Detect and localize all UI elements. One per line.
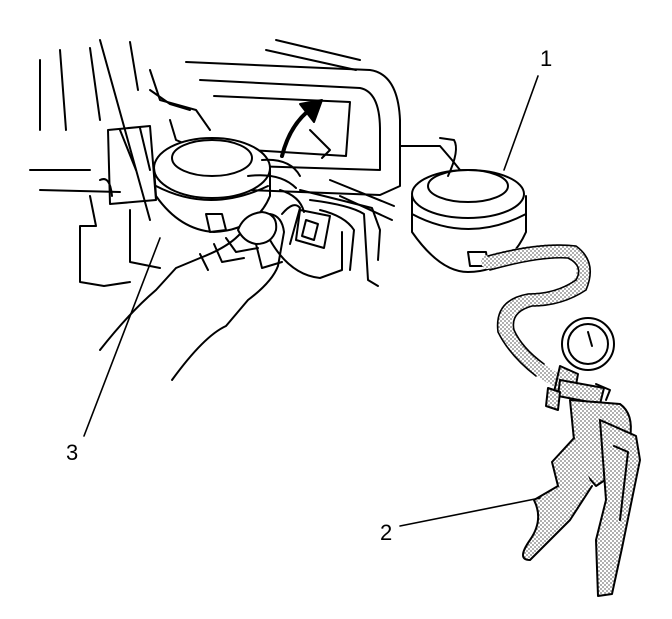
callout-2: 2 <box>380 520 392 545</box>
vacuum-hose <box>481 244 592 387</box>
leader-line-3 <box>83 237 161 437</box>
leader-lines <box>83 75 541 527</box>
hvac-housing <box>29 39 461 287</box>
leader-line-2 <box>399 497 541 527</box>
callout-1: 1 <box>540 46 552 71</box>
vacuum-actuator <box>411 137 527 273</box>
callout-3: 3 <box>66 440 78 465</box>
technician-hand <box>99 204 301 381</box>
up-arrow-icon <box>280 99 323 158</box>
vacuum-actuator-removed <box>153 137 301 233</box>
vacuum-pump <box>522 317 641 597</box>
leader-line-1 <box>503 75 539 171</box>
hose-connector <box>279 189 331 249</box>
